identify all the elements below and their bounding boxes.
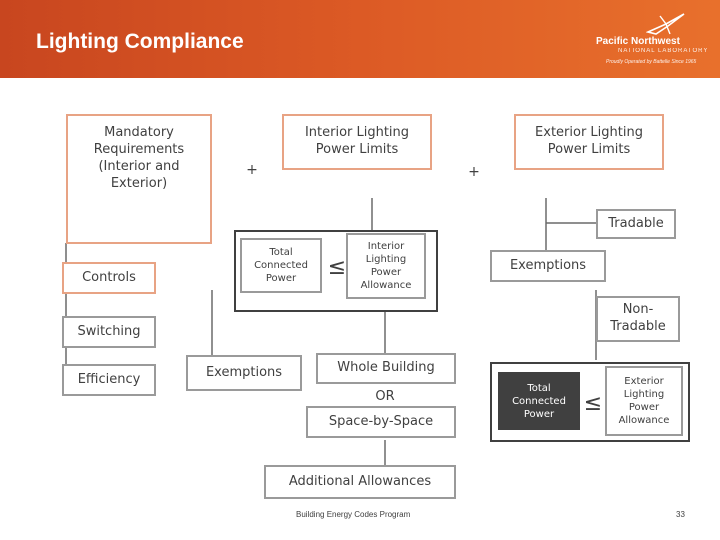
- logo-name: Pacific Northwest: [596, 36, 680, 47]
- space-by-space-box: Space-by-Space: [306, 406, 456, 438]
- tradable-box: Tradable: [596, 209, 676, 239]
- mandatory-requirements-label: Mandatory Requirements (Interior and Ext…: [93, 125, 185, 191]
- whole-building-label: Whole Building: [337, 360, 435, 376]
- exterior-total-connected-power-label: Total Connected Power: [512, 382, 566, 420]
- switching-label: Switching: [77, 323, 141, 339]
- slide-title: Lighting Compliance: [36, 30, 244, 53]
- interior-exemptions-box: Exemptions: [186, 355, 302, 391]
- plus-sign-1: +: [246, 161, 258, 178]
- interior-total-connected-power-label: Total Connected Power: [254, 247, 308, 284]
- exterior-lighting-power-limits-label: Exterior Lighting Power Limits: [535, 125, 643, 157]
- exterior-exemptions-box: Exemptions: [490, 250, 606, 282]
- interior-leq-symbol: ≤: [327, 254, 347, 280]
- page-number: 33: [676, 510, 685, 519]
- exterior-total-connected-power-box: Total Connected Power: [498, 372, 580, 430]
- interior-lighting-power-allowance-box: Interior Lighting Power Allowance: [346, 233, 426, 299]
- controls-label: Controls: [82, 269, 136, 285]
- exterior-exemptions-label: Exemptions: [509, 257, 587, 273]
- efficiency-label: Efficiency: [77, 371, 141, 387]
- tradable-label: Tradable: [608, 215, 664, 231]
- or-label: OR: [375, 388, 395, 404]
- plus-sign-2: +: [468, 163, 480, 180]
- space-by-space-label: Space-by-Space: [328, 413, 434, 429]
- footer-program: Building Energy Codes Program: [296, 510, 411, 519]
- exterior-lighting-power-allowance-box: Exterior Lighting Power Allowance: [605, 366, 683, 436]
- header-banner: Lighting Compliance Pacific Northwest NA…: [0, 0, 720, 78]
- additional-allowances-label: Additional Allowances: [288, 473, 432, 489]
- controls-box: Controls: [62, 262, 156, 294]
- mandatory-requirements-box: Mandatory Requirements (Interior and Ext…: [66, 114, 212, 244]
- additional-allowances-box: Additional Allowances: [264, 465, 456, 499]
- exterior-lighting-power-allowance-label: Exterior Lighting Power Allowance: [618, 376, 670, 426]
- interior-lighting-power-allowance-label: Interior Lighting Power Allowance: [360, 241, 412, 291]
- interior-lighting-power-limits-label: Interior Lighting Power Limits: [304, 125, 410, 157]
- non-tradable-box: Non-Tradable: [596, 296, 680, 342]
- non-tradable-label: Non-Tradable: [610, 302, 666, 334]
- exterior-leq-symbol: ≤: [583, 390, 603, 416]
- interior-lighting-power-limits-box: Interior Lighting Power Limits: [282, 114, 432, 170]
- efficiency-box: Efficiency: [62, 364, 156, 396]
- pnnl-logo: Pacific Northwest NATIONAL LABORATORY Pr…: [596, 12, 714, 68]
- interior-exemptions-label: Exemptions: [205, 364, 283, 380]
- pnnl-star-mark-icon: [646, 13, 685, 35]
- logo-sub: NATIONAL LABORATORY: [618, 48, 709, 54]
- interior-total-connected-power-box: Total Connected Power: [240, 238, 322, 293]
- whole-building-box: Whole Building: [316, 353, 456, 384]
- logo-tagline: Proudly Operated by Battelle Since 1965: [606, 59, 697, 65]
- exterior-lighting-power-limits-box: Exterior Lighting Power Limits: [514, 114, 664, 170]
- interior-comparison-frame: [234, 230, 438, 312]
- exterior-comparison-frame: [490, 362, 690, 442]
- switching-box: Switching: [62, 316, 156, 348]
